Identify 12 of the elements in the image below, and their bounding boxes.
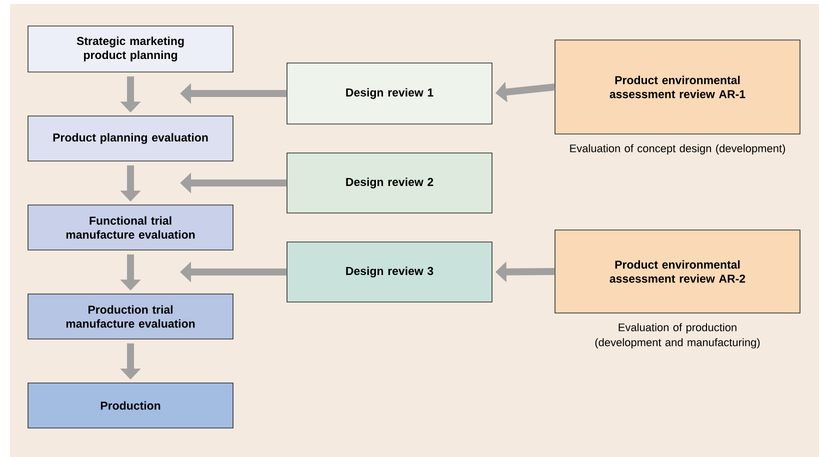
review-box: Design review 3 [286, 242, 492, 302]
process-box: Production [28, 382, 234, 428]
process-box: Product planning evaluation [28, 116, 234, 162]
caption-text: Evaluation of production (development and manufacturing) [595, 323, 760, 348]
review-box: Design review 1 [286, 62, 492, 124]
review-box: Design review 2 [286, 152, 492, 214]
process-box: Production trial manufacture evaluation [28, 294, 234, 340]
caption-text: Evaluation of concept design (development) [570, 144, 785, 154]
process-box: Strategic marketing product planning [28, 26, 234, 72]
assessment-box: Product environmental assessment review AR-1 [554, 40, 800, 134]
process-box: Functional trial manufacture evaluation [28, 204, 234, 250]
assessment-box: Product environmental assessment review AR-2 [554, 230, 800, 314]
